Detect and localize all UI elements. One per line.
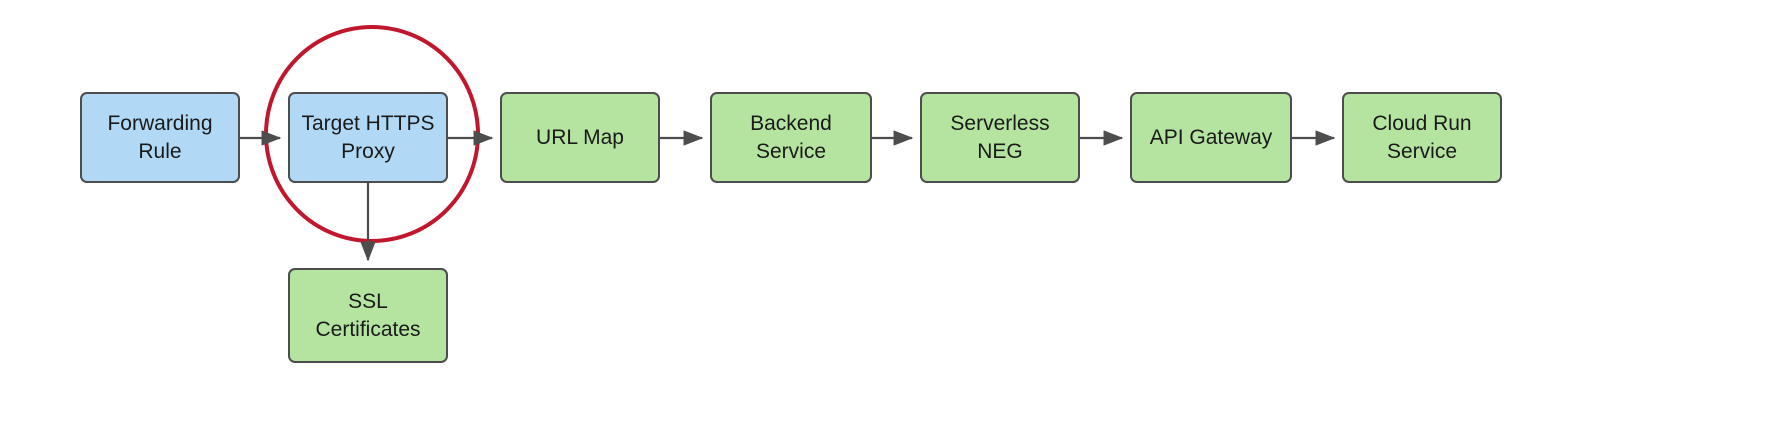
node-label-cloud-run-service: Cloud Run Service <box>1372 111 1472 163</box>
node-label-api-gateway: API Gateway <box>1149 125 1273 149</box>
node-label-backend-service: Backend Service <box>750 111 832 163</box>
node-forwarding-rule[interactable]: Forwarding Rule <box>80 92 240 183</box>
node-url-map[interactable]: URL Map <box>500 92 660 183</box>
node-label-url-map: URL Map <box>536 125 624 149</box>
node-api-gateway[interactable]: API Gateway <box>1130 92 1292 183</box>
node-serverless-neg[interactable]: Serverless NEG <box>920 92 1080 183</box>
node-ssl-certificates[interactable]: SSL Certificates <box>288 268 448 363</box>
node-cloud-run-service[interactable]: Cloud Run Service <box>1342 92 1502 183</box>
node-label-forwarding-rule: Forwarding Rule <box>107 111 213 163</box>
node-target-https-proxy[interactable]: Target HTTPS Proxy <box>288 92 448 183</box>
node-label-target-https-proxy: Target HTTPS Proxy <box>301 111 435 163</box>
node-label-serverless-neg: Serverless NEG <box>950 111 1050 163</box>
node-backend-service[interactable]: Backend Service <box>710 92 872 183</box>
node-label-ssl-certificates: SSL Certificates <box>315 289 421 341</box>
